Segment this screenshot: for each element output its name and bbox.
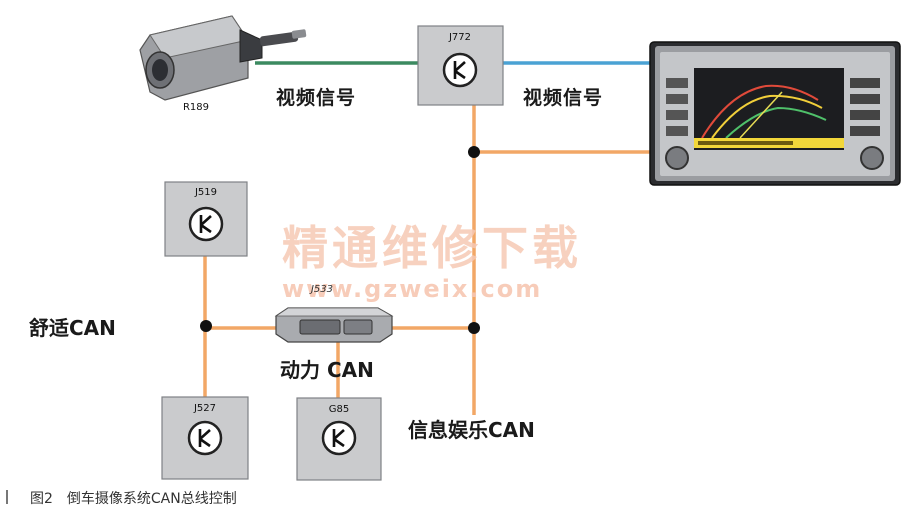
sensor-g85: G85 (296, 397, 382, 481)
control-unit-icon (321, 420, 357, 456)
powertrain-can-label: 动力 CAN (280, 358, 374, 382)
ecu-label: J519 (194, 187, 217, 198)
ecu-j527: J527 (161, 396, 249, 480)
ecu-j519: J519 (164, 181, 248, 257)
gateway-module: J533 (274, 284, 394, 343)
ecu-j772: J772 (417, 25, 504, 106)
ecu-label: J527 (193, 403, 216, 414)
junction-node (200, 320, 212, 332)
side-buttons (665, 78, 884, 170)
control-unit-icon (187, 420, 223, 456)
video-signal-label-right: 视频信号 (523, 86, 603, 109)
gateway-label: J533 (309, 284, 333, 295)
watermark-url: www.gzweix.com (282, 275, 542, 303)
display-screen (694, 68, 844, 150)
ecu-label: G85 (329, 404, 349, 415)
camera-label: R189 (183, 102, 209, 113)
junction-node (468, 146, 480, 158)
ecu-label: J772 (448, 32, 471, 43)
video-signal-label-left: 视频信号 (276, 86, 356, 109)
caption-marker (6, 490, 8, 504)
figure-caption: 图2 倒车摄像系统CAN总线控制 (6, 490, 237, 507)
watermark: 精通维修下载 www.gzweix.com (282, 221, 582, 303)
control-unit-icon (188, 206, 224, 242)
junction-nodes (200, 146, 480, 334)
rear-camera: R189 (139, 15, 307, 113)
junction-node (468, 322, 480, 334)
radio-navigation-display (649, 41, 901, 186)
comfort-can-label: 舒适CAN (29, 316, 116, 340)
parking-guide-lines (701, 84, 827, 139)
caption-text: 图2 倒车摄像系统CAN总线控制 (30, 490, 237, 507)
control-unit-icon (442, 52, 478, 88)
watermark-text: 精通维修下载 (282, 221, 582, 275)
infotainment-can-label: 信息娱乐CAN (408, 418, 535, 442)
